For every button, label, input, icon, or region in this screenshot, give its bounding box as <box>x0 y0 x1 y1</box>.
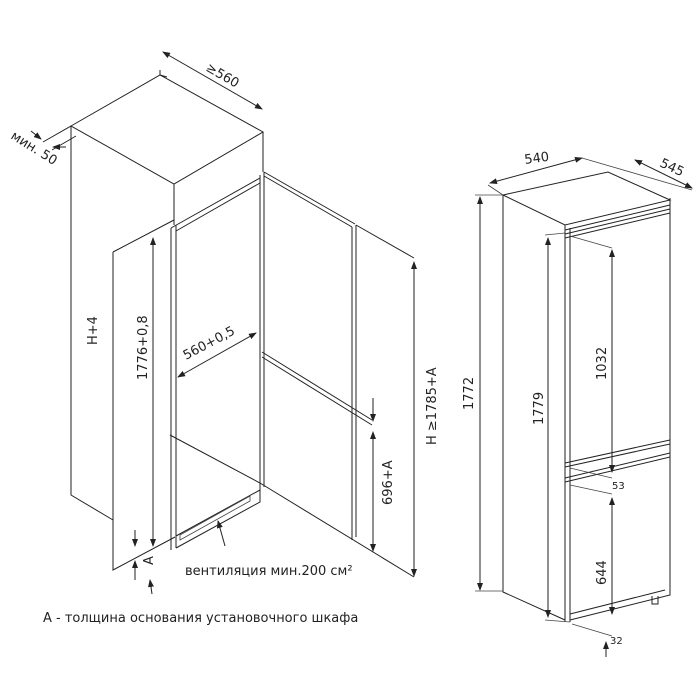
base-thickness-label: A <box>142 556 157 565</box>
dimension-lines-right <box>475 156 693 657</box>
upper-door-label: 1032 <box>595 347 610 380</box>
appliance-height-label: 1776+0,8 <box>136 315 151 380</box>
total-height-label: 1779 <box>532 392 547 425</box>
appliance-in-niche <box>170 171 415 550</box>
body-height-label: 1772 <box>462 377 477 410</box>
ventilation-label: вентиляция мин.200 см² <box>185 564 353 579</box>
door-gap-label: 53 <box>612 481 625 492</box>
dimension-lines-left <box>30 51 417 595</box>
cabinet-niche <box>42 70 415 578</box>
width-label: 540 <box>523 150 550 168</box>
niche-depth-label: ≥560 <box>203 60 241 91</box>
depth-label: 545 <box>657 156 686 180</box>
niche-height-label: H+4 <box>86 316 101 345</box>
dimension-labels-right: 540 545 1772 1779 1032 53 644 32 <box>462 150 686 647</box>
niche-total-height-label: H ≥1785+A <box>425 367 440 445</box>
niche-width-label: 560+0,5 <box>181 324 238 364</box>
lower-door-height-label: 696+A <box>381 460 396 505</box>
bottom-offset-label: 32 <box>610 636 623 647</box>
min-gap-label: мин. 50 <box>8 129 60 169</box>
appliance <box>501 171 672 622</box>
legend-note: A - толщина основания установочного шкаф… <box>43 611 358 626</box>
lower-door-label: 644 <box>595 560 610 585</box>
